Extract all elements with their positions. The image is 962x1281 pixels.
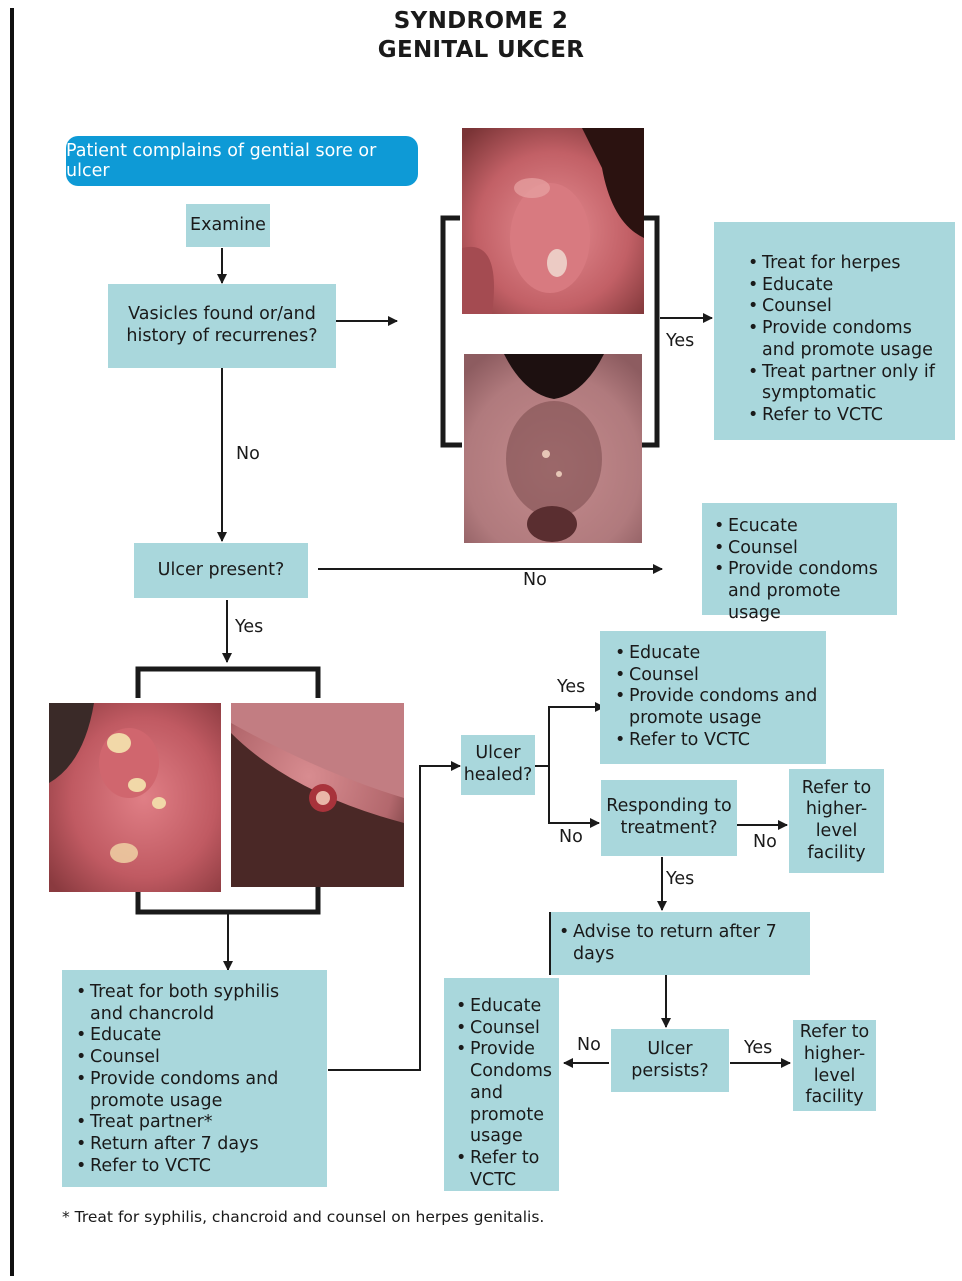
persist-no-actions-box: Educate Counsel Provide Condoms and prom… [444, 978, 559, 1191]
refer-higher-level-2: Refer to higher- level facility [793, 1020, 876, 1111]
page-margin-rule [10, 8, 14, 1276]
arrow-healed-yes [535, 702, 605, 767]
arrow-treatment-to-healed [328, 761, 461, 1071]
ulcer-present-question: Ulcer present? [134, 543, 308, 598]
bracket-bottom-ulcer-photos [135, 884, 321, 915]
herpes-item-counsel: Counsel [748, 296, 955, 318]
start-complaint: Patient complains of gential sore or ulc… [66, 136, 418, 186]
healed-item-condoms-cont: promote usage [629, 708, 762, 729]
persist-item-counsel: Counsel [456, 1018, 559, 1040]
refer2-line-3: level [813, 1065, 856, 1086]
persist-item-educate: Educate [456, 996, 559, 1018]
label-yes-healed: Yes [557, 677, 586, 697]
treat-item-partner: Treat partner* [76, 1112, 327, 1134]
herpes-item-educate: Educate [748, 275, 955, 297]
no-ulcer-item-condoms-cont: and promote usage [728, 581, 841, 623]
persist-item-provide: Provide [456, 1039, 559, 1061]
label-no-responding: No [753, 832, 777, 852]
herpes-item-condoms-cont: and promote usage [762, 339, 933, 360]
label-no-healed: No [559, 827, 583, 847]
vesicles-question-line-1: Vasicles found or/and [128, 304, 316, 325]
responding-line-2: treatment? [620, 818, 718, 838]
herpes-treatment-box: Treat for herpes Educate Counsel Provide… [714, 222, 955, 440]
bracket-right-herpes [640, 215, 660, 448]
no-ulcer-actions-box: Ecucate Counsel Provide condoms and prom… [702, 503, 897, 623]
label-no-ulcer: No [523, 570, 547, 590]
examine-step: Examine [186, 204, 270, 247]
herpes-item-condoms: Provide condoms [748, 318, 955, 340]
treat-item-both: Treat for both syphilis [76, 982, 327, 1004]
refer2-line-2: higher- [803, 1043, 866, 1064]
healed-item-counsel: Counsel [615, 665, 826, 687]
advise-return-item: Advise to return after 7 days [559, 922, 810, 965]
herpes-item-treat: Treat for herpes [748, 253, 955, 275]
vesicles-question-line-2: history of recurrenes? [126, 326, 318, 346]
syphilis-treatment-box: Treat for both syphilis and chancrold Ed… [62, 970, 327, 1187]
ulcer-healed-line-1: Ulcer [475, 743, 521, 764]
refer1-line-2: higher- [805, 799, 868, 820]
treat-item-condoms-cont: promote usage [90, 1090, 223, 1111]
refer2-line-1: Refer to [799, 1022, 870, 1043]
herpes-photo-1 [462, 128, 644, 314]
label-yes-persists: Yes [744, 1038, 773, 1058]
persist-item-condoms: Condoms [470, 1061, 552, 1082]
treat-item-refer: Refer to VCTC [76, 1156, 327, 1178]
healed-item-educate: Educate [615, 643, 826, 665]
refer-higher-level-1: Refer to higher- level facility [789, 769, 884, 873]
persist-item-promote: promote [470, 1104, 545, 1125]
healed-item-refer: Refer to VCTC [615, 730, 826, 752]
herpes-photo-2 [464, 354, 642, 543]
refer1-line-1: Refer to [801, 777, 872, 798]
title-line-1: SYNDROME 2 [393, 8, 569, 34]
ulcer-photo-1 [49, 703, 221, 892]
advise-return-box: Advise to return after 7 days [549, 912, 810, 975]
persist-item-vctc: VCTC [470, 1169, 517, 1190]
refer2-line-4: facility [805, 1087, 864, 1108]
persist-item-usage: usage [470, 1126, 523, 1147]
bracket-top-ulcer-photos [135, 666, 321, 698]
persist-item-refer: Refer to [456, 1148, 559, 1170]
refer1-line-4: facility [807, 842, 866, 863]
no-ulcer-item-condoms: Provide condoms [714, 559, 897, 581]
no-ulcer-item-counsel: Counsel [714, 538, 897, 560]
label-yes-herpes: Yes [666, 331, 695, 351]
bracket-left-herpes [440, 215, 462, 448]
treat-item-counsel: Counsel [76, 1047, 327, 1069]
label-no-vesicles: No [236, 444, 260, 464]
treat-item-educate: Educate [76, 1025, 327, 1047]
ulcer-photo-2 [231, 703, 404, 887]
healed-actions-box: Educate Counsel Provide condoms and prom… [600, 631, 826, 764]
herpes-item-partner-cont: symptomatic [762, 383, 877, 404]
ulcer-healed-line-2: healed? [463, 765, 533, 785]
responding-line-1: Responding to [606, 796, 732, 817]
refer1-line-3: level [815, 821, 858, 841]
ulcer-persists-line-1: Ulcer [647, 1038, 693, 1059]
no-ulcer-item-educate: Ecucate [714, 516, 897, 538]
treat-item-condoms: Provide condoms and [76, 1069, 327, 1091]
treat-item-return: Return after 7 days [76, 1134, 327, 1156]
ulcer-persists-line-2: persists? [631, 1060, 709, 1081]
healed-item-condoms: Provide condoms and [615, 686, 826, 708]
footnote: * Treat for syphilis, chancroid and coun… [62, 1208, 545, 1226]
title-line-2: GENITAL UKCER [377, 37, 585, 63]
label-yes-ulcer: Yes [235, 617, 264, 637]
arrow-healed-no [548, 766, 600, 828]
label-yes-responding: Yes [666, 869, 695, 889]
persist-item-and: and [470, 1082, 503, 1103]
herpes-item-refer: Refer to VCTC [748, 405, 955, 427]
treat-item-both-cont: and chancrold [90, 1003, 215, 1024]
label-no-persists: No [577, 1035, 601, 1055]
herpes-item-partner: Treat partner only if [748, 362, 955, 384]
